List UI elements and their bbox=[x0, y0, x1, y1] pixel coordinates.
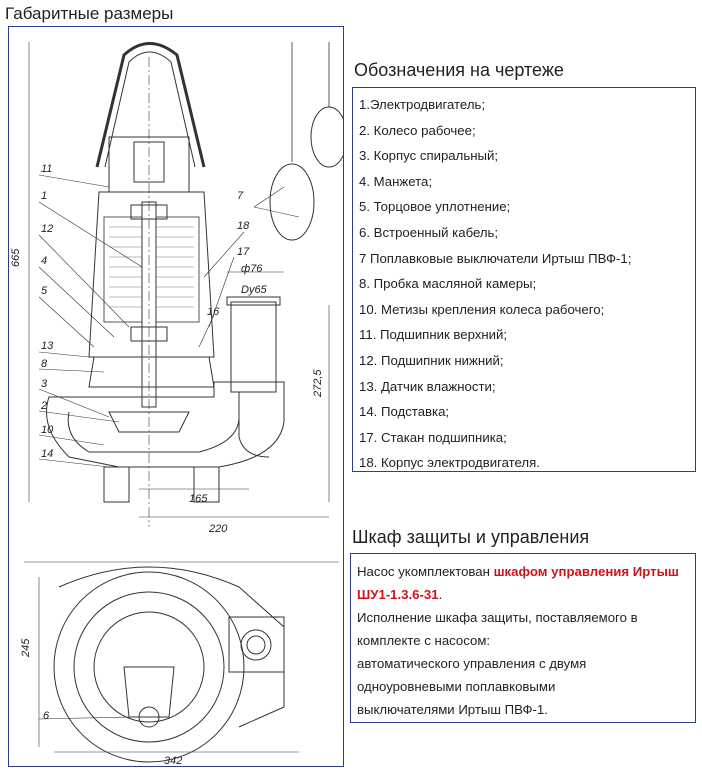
page-title: Габаритные размеры bbox=[5, 4, 174, 23]
control-cabinet-link[interactable]: шкафом управления Иртыш ШУ1-1.3.6-31 bbox=[357, 564, 679, 602]
panel-line: комплекте с насосом: bbox=[357, 633, 491, 648]
callout-6: 6 bbox=[43, 710, 50, 722]
motor-housing bbox=[88, 191, 215, 358]
dim-665: 665 bbox=[10, 248, 22, 267]
legend-item: 12. Подшипник нижний; bbox=[359, 352, 504, 368]
dim-245: 245 bbox=[20, 638, 32, 658]
panel-intro-text: Насос укомплектован bbox=[357, 564, 494, 579]
callout-4: 4 bbox=[41, 255, 47, 267]
panel-line: выключателями Иртыш ПВФ-1. bbox=[357, 702, 548, 717]
dim-2725: 272,5 bbox=[312, 369, 324, 398]
panel-title: Шкаф защиты и управления bbox=[352, 527, 590, 547]
callout-3: 3 bbox=[41, 378, 48, 390]
panel-intro: Насос укомплектован шкафом управления Ир… bbox=[357, 560, 695, 606]
callout-2: 2 bbox=[40, 400, 47, 412]
callout-13: 13 bbox=[41, 340, 54, 352]
legend-item: 8. Пробка масляной камеры; bbox=[359, 276, 537, 292]
dim-220: 220 bbox=[208, 523, 228, 535]
callout-7: 7 bbox=[237, 190, 244, 202]
legend-item: 6. Встроенный кабель; bbox=[359, 224, 499, 240]
legend-item: 5. Торцовое уплотнение; bbox=[359, 199, 511, 215]
legend-box: 1.Электродвигатель; 2. Колесо рабочее; 3… bbox=[352, 87, 696, 472]
dim-dy65: Dy65 bbox=[241, 284, 268, 296]
legend-item: 11. Подшипник верхний; bbox=[359, 327, 508, 343]
legend-item: 13. Датчик влажности; bbox=[359, 378, 496, 394]
lifting-handle bbox=[95, 42, 206, 168]
callout-10: 10 bbox=[41, 424, 54, 436]
legend-item: 14. Подставка; bbox=[359, 404, 450, 420]
legend-item: 7 Поплавковые выключатели Иртыш ПВФ-1; bbox=[359, 250, 632, 266]
callout-11: 11 bbox=[41, 163, 52, 175]
legend-item: 2. Колесо рабочее; bbox=[359, 122, 476, 138]
callout-14: 14 bbox=[41, 448, 53, 460]
panel-line: автоматического управления с двумя bbox=[357, 656, 587, 671]
legend-item: 17. Стакан подшипника; bbox=[359, 429, 507, 445]
drawing-frame bbox=[8, 26, 344, 767]
outlet-pipe bbox=[230, 301, 277, 393]
dim-165: 165 bbox=[189, 493, 208, 505]
panel-line: Исполнение шкафа защиты, поставляемого в bbox=[357, 610, 638, 625]
pump-drawing: 11 1 12 4 5 13 8 3 2 10 14 7 18 17 16 6 … bbox=[9, 27, 348, 771]
callout-12: 12 bbox=[41, 223, 53, 235]
callout-16: 16 bbox=[207, 306, 220, 318]
panel-box: Насос укомплектован шкафом управления Ир… bbox=[350, 553, 696, 723]
legend-item: 3. Корпус спиральный; bbox=[359, 148, 498, 164]
legend-item: 1.Электродвигатель; bbox=[359, 97, 486, 112]
legend-item: 10. Метизы крепления колеса рабочего; bbox=[359, 301, 605, 317]
callout-17: 17 bbox=[237, 246, 250, 258]
impeller bbox=[108, 411, 190, 433]
callout-18: 18 bbox=[237, 220, 250, 232]
legend-item: 18. Корпус электродвигателя. bbox=[359, 455, 540, 471]
dim-76: ф76 bbox=[241, 263, 263, 275]
panel-intro-end: . bbox=[438, 587, 443, 602]
callout-5: 5 bbox=[41, 285, 48, 297]
legend-item: 4. Манжета; bbox=[359, 173, 433, 189]
volute-casing bbox=[46, 381, 285, 468]
panel-line: одноуровневыми поплавковыми bbox=[357, 679, 556, 694]
legend-title: Обозначения на чертеже bbox=[354, 60, 564, 80]
dim-342: 342 bbox=[164, 755, 182, 766]
callout-8: 8 bbox=[41, 358, 48, 370]
plan-view bbox=[53, 571, 245, 763]
callout-1: 1 bbox=[41, 190, 47, 202]
